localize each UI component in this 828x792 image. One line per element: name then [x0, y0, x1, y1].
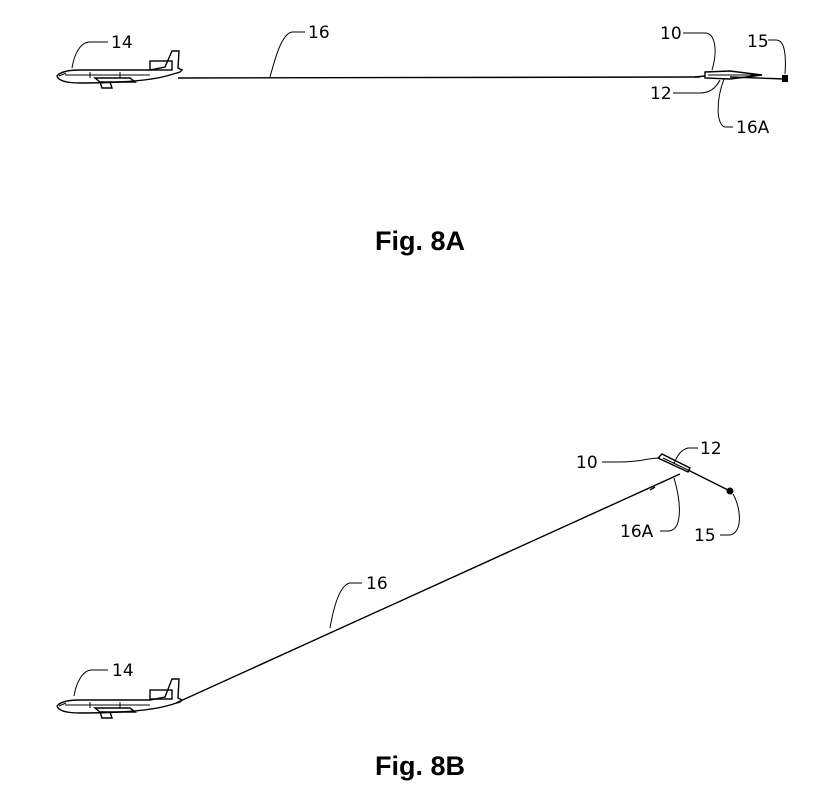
leader-12-8a	[673, 79, 721, 94]
label-10: 10	[576, 453, 598, 473]
leader-14-8a	[71, 41, 108, 69]
leader-10-8a	[683, 32, 716, 71]
figure-8b: 14 16 10 12 16A 15 Fig. 8B	[56, 439, 740, 781]
leader-16a-8a	[717, 78, 733, 128]
tether-8b	[175, 473, 681, 704]
label-15: 15	[747, 32, 769, 52]
figure-caption-8b: Fig. 8B	[375, 751, 465, 781]
towed-vehicle-8b	[649, 453, 734, 495]
aircraft-8b	[56, 678, 184, 719]
leader-16-8b	[329, 582, 362, 629]
label-16: 16	[366, 574, 388, 594]
label-10: 10	[660, 24, 682, 44]
aircraft-8a	[56, 50, 184, 89]
figure-8a: 14 16 10 15 12 16A Fig. 8A	[56, 23, 788, 256]
label-12: 12	[650, 84, 672, 104]
label-16: 16	[308, 23, 330, 43]
leader-16a-8b	[660, 477, 680, 532]
leader-14-8b	[73, 669, 108, 697]
label-12: 12	[700, 439, 722, 459]
label-16a: 16A	[620, 522, 654, 542]
leader-15-8b	[720, 493, 740, 536]
figure-caption-8a: Fig. 8A	[375, 226, 465, 256]
label-14: 14	[111, 33, 133, 53]
leader-16-8a	[269, 31, 305, 78]
towed-vehicle-8a	[694, 70, 788, 82]
label-14: 14	[112, 661, 134, 681]
leader-10-8b	[602, 457, 661, 463]
tether-8a	[177, 76, 701, 79]
leader-12-8b	[673, 447, 698, 465]
label-16a: 16A	[736, 118, 770, 138]
label-15: 15	[694, 526, 716, 546]
leader-15-8a	[768, 39, 786, 75]
